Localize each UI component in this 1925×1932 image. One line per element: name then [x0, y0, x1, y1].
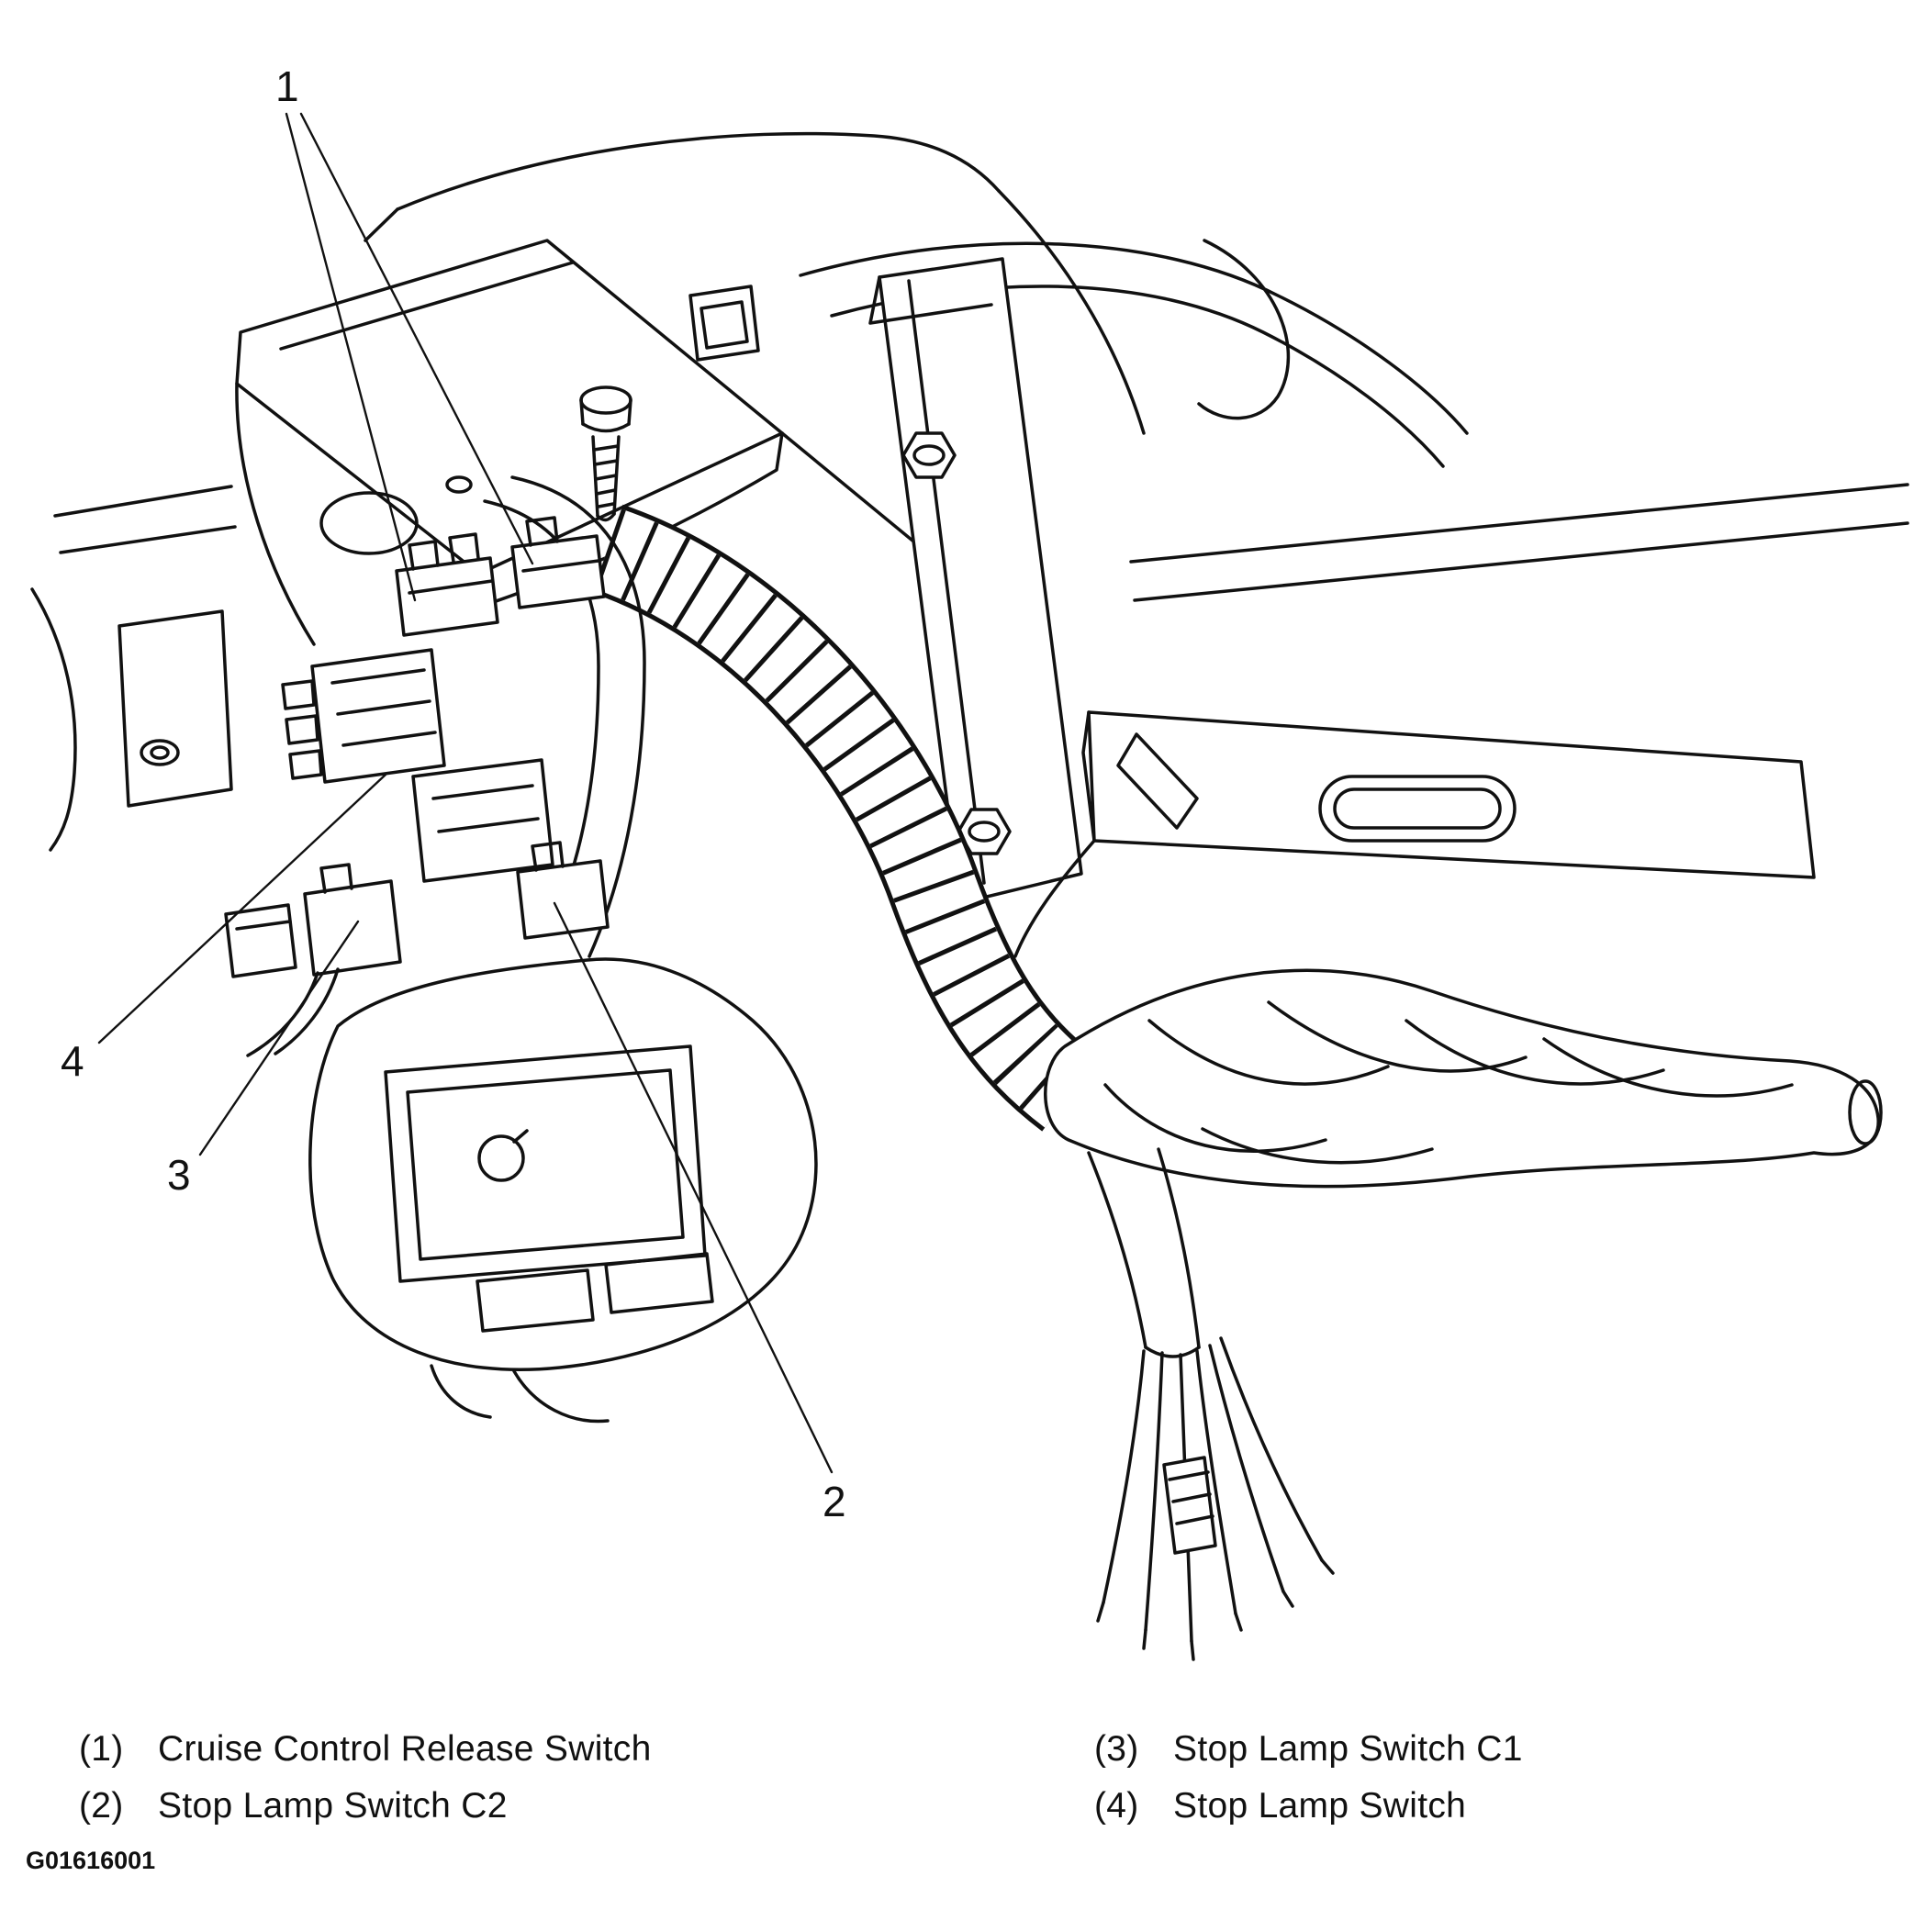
- leader-3: [198, 920, 360, 1156]
- mounting-screw: [579, 385, 632, 522]
- hex-bolt-upper: [901, 431, 957, 479]
- legend-item: (4) Stop Lamp Switch: [1094, 1786, 1466, 1826]
- callout-4: 4: [61, 1037, 84, 1085]
- oval-slot: [1318, 775, 1516, 843]
- legend-item-label: Stop Lamp Switch C2: [158, 1786, 508, 1826]
- hex-bolt-lower: [957, 808, 1012, 855]
- cruise-release-connector-b: [510, 516, 606, 609]
- legend-item-number: (2): [79, 1786, 124, 1826]
- leader-2: [553, 901, 834, 1474]
- leader-1a: [285, 112, 417, 602]
- connector-cluster: [224, 516, 610, 1057]
- legend-item: (3) Stop Lamp Switch C1: [1094, 1729, 1523, 1770]
- cruise-release-connector-a: [395, 532, 499, 637]
- callout-numbers: 1 2 3 4: [61, 62, 846, 1525]
- stop-lamp-c2-connector: [516, 841, 610, 940]
- pedal-mounting-plate: [235, 239, 940, 646]
- figure-code: G01616001: [26, 1847, 156, 1874]
- square-hole: [688, 285, 760, 362]
- middle-connector: [411, 758, 554, 883]
- callout-3: 3: [167, 1151, 191, 1199]
- small-left-connector: [224, 903, 297, 978]
- stop-lamp-switch-body: [281, 648, 446, 784]
- plate-oval-hole: [319, 491, 419, 555]
- legend-item-number: (4): [1094, 1786, 1139, 1826]
- housing-hole: [477, 1134, 525, 1182]
- legend-item-label: Stop Lamp Switch: [1173, 1786, 1467, 1826]
- legend-item: (2) Stop Lamp Switch C2: [79, 1786, 508, 1826]
- pedal-support-strut: [868, 257, 1083, 905]
- leader-4: [97, 773, 387, 1044]
- harness-wires: [1087, 1147, 1335, 1661]
- leader-1b: [299, 112, 534, 565]
- legend-item-number: (3): [1094, 1729, 1139, 1769]
- connector-shroud: [483, 475, 646, 958]
- wiring-harness-bundle: [1044, 968, 1883, 1189]
- legend-item: (1) Cruise Control Release Switch: [79, 1729, 652, 1770]
- legend-item-label: Cruise Control Release Switch: [158, 1729, 652, 1769]
- corrugated-conduit: [591, 504, 1100, 1132]
- tape-wrap: [1162, 1456, 1217, 1555]
- callout-2: 2: [823, 1478, 846, 1525]
- switch-housing: [308, 957, 818, 1424]
- slotted-bracket-rail: [1013, 710, 1816, 958]
- legend-item-number: (1): [79, 1729, 124, 1769]
- callout-1: 1: [275, 62, 299, 110]
- cowl-panel-lines: [364, 131, 1909, 602]
- harness-end-cap: [1848, 1079, 1883, 1145]
- legend-item-label: Stop Lamp Switch C1: [1173, 1729, 1523, 1769]
- left-body-structure: [30, 485, 237, 852]
- leader-lines: [97, 112, 834, 1474]
